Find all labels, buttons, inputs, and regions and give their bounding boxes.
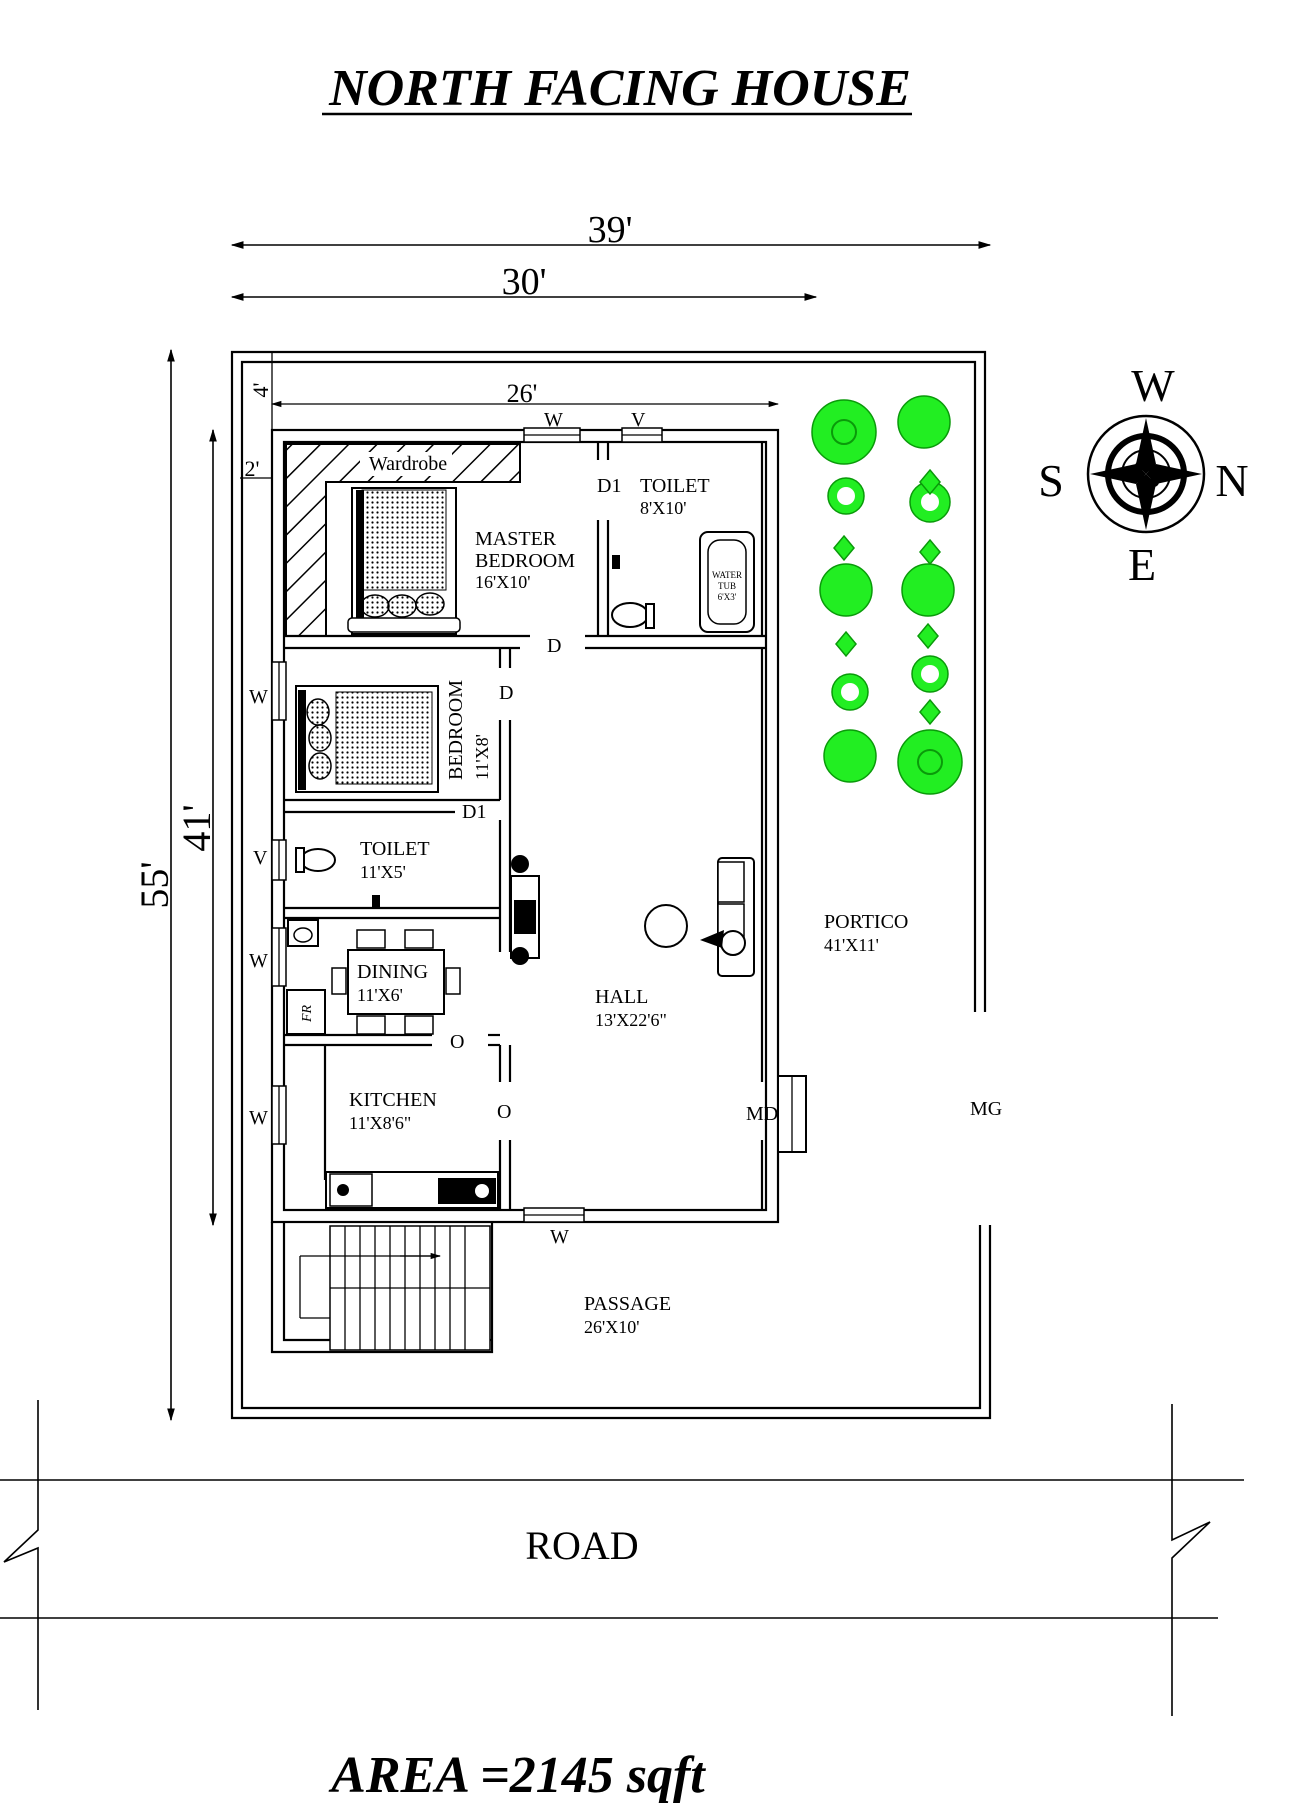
kitchen-name: KITCHEN: [349, 1089, 437, 1111]
wc-master: [611, 555, 655, 629]
wardrobe-label: Wardrobe: [369, 453, 447, 475]
sofa: [700, 857, 755, 977]
compass-south: S: [1038, 455, 1064, 506]
window-top-master: [523, 427, 581, 443]
opening-v-toilet: V: [253, 847, 268, 869]
opening-w-kitchen: W: [249, 1107, 268, 1129]
toilet-master-name: TOILET: [640, 475, 710, 497]
master-bed: [347, 487, 461, 635]
dimension-overall-width: 39': [230, 209, 992, 251]
fridge: FR: [286, 989, 326, 1035]
dimension-label-55: 55': [132, 861, 177, 908]
dimension-label-2: 2': [245, 456, 260, 481]
opening-d-bedroom: D: [499, 682, 513, 704]
toilet-small-size: 11'X5': [360, 862, 406, 882]
road: [0, 1400, 1244, 1716]
window-bottom-hall: [523, 1207, 585, 1223]
hall-name: HALL: [595, 986, 648, 1008]
staircase: [299, 1225, 491, 1351]
main-door-steps: [777, 1075, 807, 1153]
toilet-small-name: TOILET: [360, 838, 430, 860]
dining-name: DINING: [357, 961, 428, 983]
water-tub-label1: WATER: [712, 570, 742, 580]
opening-main-door: MD: [746, 1103, 778, 1125]
road-label: ROAD: [525, 1523, 638, 1568]
bedroom-bed: [295, 685, 439, 793]
water-tub-label3: 6'X3': [718, 592, 737, 602]
master-bedroom-size: 16'X10': [475, 572, 531, 592]
master-bedroom-name2: BEDROOM: [475, 550, 575, 572]
compass-north: N: [1215, 455, 1248, 506]
dimension-label-41: 41': [174, 804, 219, 851]
master-bedroom-name1: MASTER: [475, 528, 557, 550]
compass-rose: [1086, 414, 1206, 534]
dimension-inner-depth: 41': [174, 428, 219, 1227]
opening-w-bottom: W: [550, 1226, 569, 1248]
toilet-master-door: D1: [597, 475, 621, 497]
dining-table: [331, 929, 461, 1035]
kitchen-counter: [325, 1171, 499, 1209]
dimension-inner-width: 26': [270, 379, 780, 408]
compass-west: W: [1131, 360, 1175, 411]
opening-w-bedroom: W: [249, 686, 268, 708]
hall-size: 13'X22'6": [595, 1010, 667, 1030]
coffee-table: [644, 904, 688, 948]
compass-east: E: [1128, 539, 1156, 590]
vent-top-toilet: [621, 427, 663, 443]
garden-plants: [811, 395, 963, 795]
window-left-dining: [271, 927, 287, 987]
dimension-label-39: 39': [588, 209, 633, 251]
water-tub: WATER TUB 6'X3': [699, 531, 755, 633]
page-title: NORTH FACING HOUSE: [328, 60, 911, 117]
bedroom-name: BEDROOM: [445, 680, 467, 780]
water-tub-label2: TUB: [718, 581, 736, 591]
toilet-master-size: 8'X10': [640, 498, 687, 518]
dimension-setback-top: 4': [248, 352, 273, 430]
dimension-overall-depth: 55': [132, 348, 177, 1422]
fridge-label: FR: [300, 1004, 315, 1023]
opening-o-kitchen: O: [497, 1101, 511, 1123]
dimension-label-26: 26': [507, 379, 538, 408]
opening-o-dining: O: [450, 1031, 464, 1053]
dimension-label-4: 4': [248, 382, 273, 397]
dimension-setback-side: 2': [240, 456, 272, 481]
opening-d-master: D: [547, 635, 561, 657]
area-label: AREA =2145 sqft: [328, 1747, 706, 1804]
bedroom-door: D1: [462, 801, 486, 823]
opening-main-gate: MG: [970, 1098, 1002, 1120]
opening-w-top: W: [544, 409, 563, 431]
wc-small: [295, 847, 380, 907]
passage-size: 26'X10': [584, 1317, 640, 1337]
vent-left-toilet: [271, 839, 287, 881]
dimension-plot-width: 30': [230, 261, 818, 303]
wardrobe: Wardrobe: [285, 443, 521, 637]
tv-unit: [510, 855, 540, 965]
opening-v-top: V: [631, 409, 646, 431]
portico-name: PORTICO: [824, 911, 908, 933]
opening-w-dining: W: [249, 950, 268, 972]
window-left-bedroom: [271, 661, 287, 721]
window-left-kitchen: [271, 1085, 287, 1145]
portico-size: 41'X11': [824, 935, 879, 955]
compound-wall: [230, 350, 992, 1420]
kitchen-size: 11'X8'6": [349, 1113, 411, 1133]
wash-basin: [287, 919, 319, 947]
dining-size: 11'X6': [357, 985, 403, 1005]
bedroom-size: 11'X8': [472, 734, 492, 780]
passage-name: PASSAGE: [584, 1293, 671, 1315]
dimension-label-30: 30': [502, 261, 547, 303]
interior-walls: [284, 442, 766, 1210]
